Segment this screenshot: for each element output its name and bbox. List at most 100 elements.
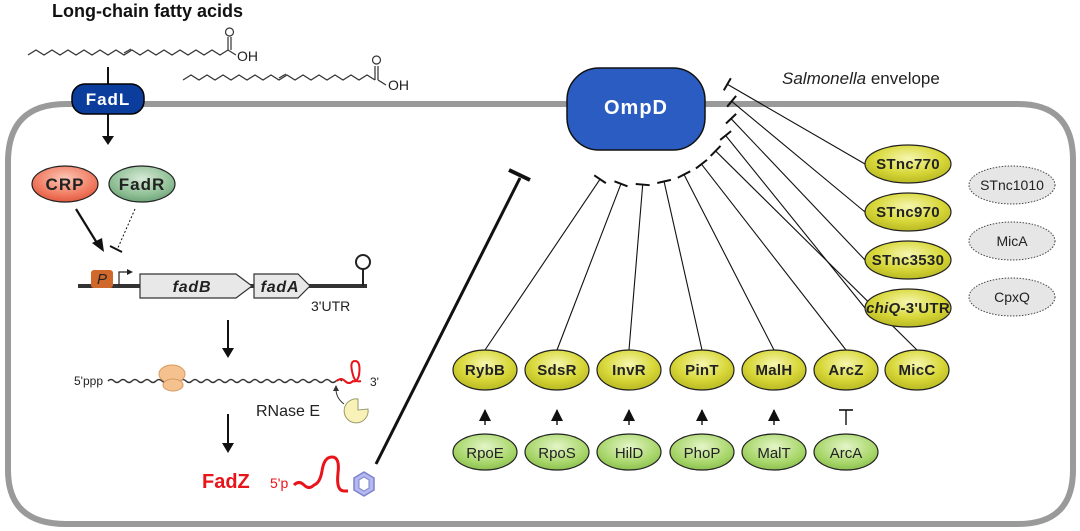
inhibition-line-arcz — [701, 163, 847, 351]
gene-fada[interactable] — [253, 273, 311, 299]
five-prime-ppp-label: 5'ppp — [74, 374, 103, 388]
cleavage-arrow — [335, 388, 345, 405]
srna-arcz-label: ArcZ — [828, 362, 863, 379]
srna-label-text: STnc770 — [876, 156, 940, 173]
inhibition-line-invr — [628, 184, 644, 351]
arrow-head-icon — [102, 136, 114, 145]
inhibition-line-stnc970 — [731, 100, 866, 213]
activation-arrow-icon — [768, 409, 780, 421]
unlinked-srna-mica-label: MicA — [996, 233, 1028, 249]
inhibition-bar-icon — [722, 77, 732, 91]
fadl-label: FadL — [86, 90, 131, 109]
srna-stnc970-label: STnc970 — [876, 204, 940, 221]
rnase-e-label: RNase E — [256, 403, 320, 420]
unlinked-srna-stnc1010-label: STnc1010 — [980, 177, 1044, 193]
srna-rybb[interactable] — [452, 349, 518, 391]
gene-fada-label: fadA — [261, 279, 300, 296]
ribosome-small-subunit-icon — [162, 378, 184, 392]
srna-micc[interactable] — [884, 349, 950, 391]
fadz-five-prime-label: 5'p — [270, 475, 288, 491]
promoter-label: P — [97, 271, 107, 288]
promoter-box[interactable] — [91, 270, 113, 288]
srna-label-text: STnc970 — [876, 204, 940, 221]
inhibition-bar-icon — [725, 113, 737, 125]
inhibition-line-sdsr — [556, 183, 622, 351]
inhibition-bar-icon — [593, 174, 607, 184]
fadr-label: FadR — [119, 175, 166, 194]
fadr-protein[interactable] — [108, 165, 176, 203]
oh-label-2: OH — [388, 77, 409, 93]
fadz-inhibition-bar — [508, 168, 531, 182]
ompd-protein[interactable] — [566, 67, 706, 151]
tf-rpos[interactable] — [524, 433, 590, 471]
three-prime-label: 3' — [370, 375, 379, 389]
utr-label: 3'UTR — [311, 298, 350, 314]
inhibition-bar-icon — [614, 180, 628, 188]
envelope-label-italic: Salmonella — [782, 69, 866, 88]
tf-arca-label: ArcA — [830, 445, 863, 462]
inhibition-bar-icon — [635, 183, 650, 187]
crp-activation-arrow — [75, 208, 98, 244]
fatty-acid-structure-1 — [27, 27, 237, 56]
activation-arrow-icon — [551, 409, 563, 421]
tf-phop[interactable] — [669, 433, 735, 471]
inhibition-bar-icon — [719, 130, 732, 141]
tf-arca[interactable] — [813, 433, 879, 471]
srna-stnc770-label: STnc770 — [876, 156, 940, 173]
srna-arcz[interactable] — [813, 349, 879, 391]
srna-pint[interactable] — [669, 349, 735, 391]
inhibition-bar-icon — [695, 159, 708, 170]
activation-arrow-icon — [623, 409, 635, 421]
arrow-head-icon — [92, 238, 104, 252]
srna-invr-label: InvR — [612, 362, 646, 379]
activation-arrow-icon — [696, 409, 708, 421]
gene-fadb[interactable] — [139, 273, 253, 299]
srna-invr[interactable] — [596, 349, 662, 391]
crp-protein[interactable] — [31, 165, 99, 203]
inhibition-line-stnc3530 — [730, 118, 866, 261]
tf-rpoe-label: RpoE — [466, 445, 504, 462]
inhibition-line-pint — [663, 181, 703, 351]
srna-chiq-3-utr[interactable] — [864, 288, 952, 328]
tf-rpoe[interactable] — [452, 433, 518, 471]
gene-fadb-label: fadB — [173, 279, 212, 296]
srna-sdsr[interactable] — [524, 349, 590, 391]
crp-label: CRP — [46, 175, 85, 194]
srna-label-italic: chiQ — [866, 300, 901, 317]
fadz-region-in-transcript — [336, 359, 362, 384]
srna-sdsr-label: SdsR — [537, 362, 577, 379]
tf-hild[interactable] — [596, 433, 662, 471]
activation-arrow-icon — [479, 409, 491, 421]
inhibition-line-malh — [683, 174, 775, 351]
unlinked-srna-cpxq-label: CpxQ — [994, 289, 1030, 305]
fadz-ompd-inhibition-line — [374, 177, 522, 465]
inhibition-bar-icon — [726, 95, 737, 108]
terminator-icon — [355, 254, 371, 270]
fadl-protein[interactable] — [71, 83, 145, 115]
rnase-e-icon — [343, 398, 369, 424]
unlinked-srna-mica[interactable] — [968, 221, 1056, 261]
srna-label-text: -3'UTR — [901, 300, 951, 317]
envelope-label: Salmonella envelope — [782, 69, 940, 88]
unlinked-srna-cpxq[interactable] — [968, 277, 1056, 317]
mrna-transcript — [107, 378, 343, 384]
srna-chiq-3-utr-label: chiQ-3'UTR — [866, 300, 950, 317]
inhibition-bar-icon — [657, 178, 672, 184]
fatty-acid-chain — [27, 49, 229, 56]
srna-malh-label: MalH — [755, 362, 792, 379]
srna-stnc770[interactable] — [864, 144, 952, 184]
srna-pint-label: PinT — [685, 362, 719, 379]
inhibition-line-chiq-3-utr — [725, 135, 866, 309]
fadr-repression-line — [116, 208, 136, 251]
unlinked-srna-stnc1010[interactable] — [968, 165, 1056, 205]
srna-label-text: STnc3530 — [872, 252, 944, 269]
tf-malt[interactable] — [741, 433, 807, 471]
srna-stnc970[interactable] — [864, 192, 952, 232]
srna-stnc3530[interactable] — [864, 240, 952, 280]
srna-malh[interactable] — [741, 349, 807, 391]
tf-malt-label: MalT — [757, 445, 790, 462]
